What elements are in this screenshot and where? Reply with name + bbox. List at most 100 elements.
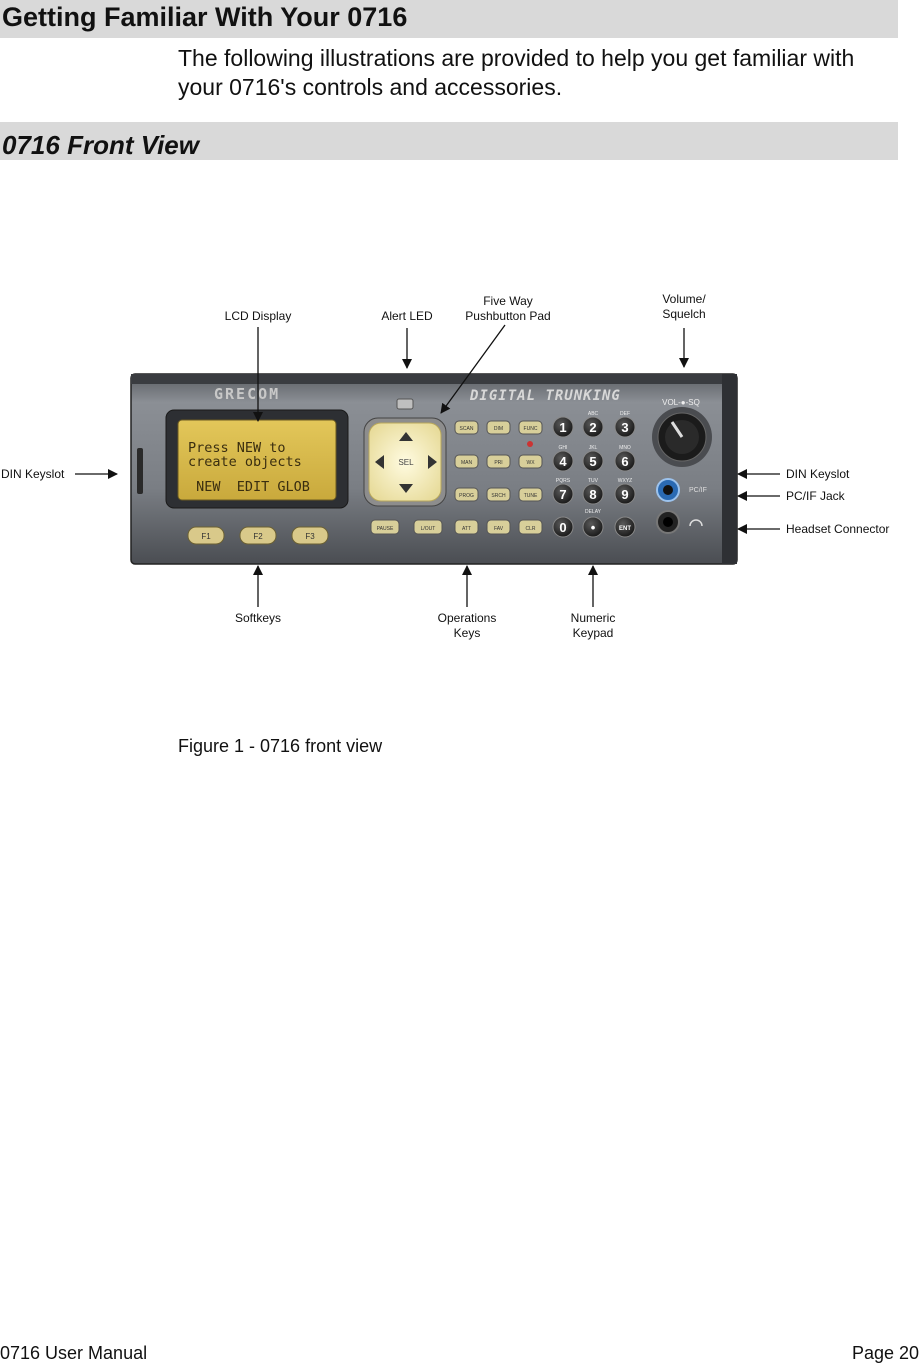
- softkey-f2[interactable]: F2: [239, 526, 277, 545]
- svg-text:9: 9: [621, 487, 628, 502]
- op-key-man[interactable]: MAN: [454, 454, 479, 469]
- lcd-line-3: NEW EDIT GLOB: [188, 479, 310, 495]
- op-key-tune[interactable]: TUNE: [518, 487, 543, 502]
- num-key-ent[interactable]: ENT: [614, 516, 636, 538]
- num-key-1[interactable]: 1: [552, 416, 574, 438]
- svg-text:WXYZ: WXYZ: [618, 478, 632, 484]
- op-key-func[interactable]: FUNC: [518, 420, 543, 435]
- svg-text:JKL: JKL: [589, 445, 598, 451]
- op-key-pri[interactable]: PRI: [486, 454, 511, 469]
- vol-sq-label: VOL-●-SQ: [662, 398, 700, 407]
- svg-text:MAN: MAN: [461, 460, 473, 466]
- section-band: 0716 Front View: [0, 122, 898, 160]
- op-key-fav[interactable]: FAV: [486, 519, 511, 535]
- svg-text:TUV: TUV: [588, 478, 599, 484]
- svg-text:4: 4: [559, 454, 567, 469]
- svg-text:PQRS: PQRS: [556, 478, 571, 484]
- scanner-front-illustration: GRECOM DIGITAL TRUNKING Press NEW to cre…: [75, 324, 780, 607]
- callout-din-keyslot-left: DIN Keyslot: [1, 467, 65, 481]
- num-key-6[interactable]: 6: [614, 450, 636, 472]
- softkey-f3[interactable]: F3: [291, 526, 329, 545]
- svg-text:SRCH: SRCH: [491, 493, 506, 499]
- svg-text:F1: F1: [201, 532, 211, 541]
- footer-manual-title: 0716 User Manual: [0, 1343, 148, 1363]
- num-key-7[interactable]: 7: [552, 483, 574, 505]
- svg-text:ATT: ATT: [462, 526, 471, 532]
- din-keyslot-left: [137, 448, 143, 494]
- sel-label: SEL: [398, 458, 414, 467]
- svg-text:5: 5: [589, 454, 596, 469]
- figure-caption: Figure 1 - 0716 front view: [178, 736, 383, 756]
- pcif-label: PC/IF: [689, 487, 707, 494]
- arrow-right-icon: [428, 455, 437, 469]
- callout-five-way-pad: Five Way Pushbutton Pad: [465, 294, 551, 323]
- svg-text:ABC: ABC: [588, 411, 599, 417]
- num-key-5[interactable]: 5: [582, 450, 604, 472]
- op-key-wx[interactable]: WX: [518, 454, 543, 469]
- callout-lcd-display: LCD Display: [224, 309, 292, 323]
- svg-text:L/OUT: L/OUT: [421, 526, 436, 532]
- svg-text:WX: WX: [526, 460, 535, 466]
- svg-text:DIM: DIM: [494, 426, 503, 432]
- callout-headset-connector: Headset Connector: [786, 522, 890, 536]
- section-title: 0716 Front View: [2, 130, 199, 160]
- op-key-prog[interactable]: PROG: [454, 487, 479, 502]
- lcd-line-1: Press NEW to: [188, 440, 286, 456]
- svg-text:1: 1: [559, 420, 566, 435]
- svg-text:PAUSE: PAUSE: [377, 526, 394, 532]
- num-key-8[interactable]: 8: [582, 483, 604, 505]
- svg-text:PROG: PROG: [459, 493, 474, 499]
- svg-text:TUNE: TUNE: [524, 493, 538, 499]
- op-key-srch[interactable]: SRCH: [486, 487, 511, 502]
- five-way-pad[interactable]: [368, 422, 442, 502]
- softkey-f1[interactable]: F1: [187, 526, 225, 545]
- callout-operations-keys: Operations Keys: [437, 611, 497, 640]
- num-key-9[interactable]: 9: [614, 483, 636, 505]
- num-key-0[interactable]: 0: [552, 516, 574, 538]
- svg-text:FUNC: FUNC: [524, 426, 538, 432]
- footer-page-number: Page 20: [851, 1343, 919, 1363]
- callout-pcif-jack: PC/IF Jack: [786, 489, 845, 503]
- svg-text:6: 6: [621, 454, 628, 469]
- num-key-dot[interactable]: •: [582, 516, 604, 538]
- svg-text:ENT: ENT: [619, 526, 631, 532]
- svg-text:2: 2: [589, 420, 596, 435]
- svg-text:DEF: DEF: [620, 411, 630, 417]
- arrow-down-icon: [399, 484, 413, 493]
- op-key-scan[interactable]: SCAN: [454, 420, 479, 435]
- page-title: Getting Familiar With Your 0716: [2, 2, 408, 32]
- callout-din-keyslot-right: DIN Keyslot: [786, 467, 850, 481]
- num-key-3[interactable]: 3: [614, 416, 636, 438]
- svg-text:MNO: MNO: [619, 445, 631, 451]
- svg-text:FAV: FAV: [494, 526, 504, 532]
- headphone-icon: [689, 519, 703, 527]
- svg-text:GHI: GHI: [559, 445, 568, 451]
- lcd-line-2: create objects: [188, 454, 302, 470]
- brand-logo: GRECOM: [214, 385, 280, 403]
- num-key-2[interactable]: 2: [582, 416, 604, 438]
- svg-text:7: 7: [559, 487, 566, 502]
- callout-numeric-keypad: Numeric Keypad: [570, 611, 616, 640]
- op-key-clr[interactable]: CLR: [518, 519, 543, 535]
- op-key-lout[interactable]: L/OUT: [413, 519, 443, 535]
- svg-text:F3: F3: [305, 532, 315, 541]
- svg-text:•: •: [591, 520, 596, 535]
- callout-volume-squelch: Volume/ Squelch: [662, 292, 706, 321]
- op-key-pause[interactable]: PAUSE: [370, 519, 400, 535]
- title-band: Getting Familiar With Your 0716: [0, 0, 898, 38]
- callout-softkeys: Softkeys: [234, 611, 282, 625]
- arrow-up-icon: [399, 432, 413, 441]
- op-key-att[interactable]: ATT: [454, 519, 479, 535]
- arrow-left-icon: [375, 455, 384, 469]
- intro-paragraph: The following illustrations are provided…: [178, 45, 855, 100]
- svg-text:SCAN: SCAN: [460, 426, 474, 432]
- callout-alert-led: Alert LED: [381, 309, 433, 323]
- svg-text:PRI: PRI: [494, 460, 502, 466]
- op-key-dim[interactable]: DIM: [486, 420, 511, 435]
- digital-trunking-badge: DIGITAL TRUNKING: [469, 388, 621, 404]
- svg-text:CLR: CLR: [525, 526, 535, 532]
- num-key-4[interactable]: 4: [552, 450, 574, 472]
- svg-text:0: 0: [559, 520, 566, 535]
- svg-text:DELAY: DELAY: [585, 509, 602, 515]
- svg-text:F2: F2: [253, 532, 263, 541]
